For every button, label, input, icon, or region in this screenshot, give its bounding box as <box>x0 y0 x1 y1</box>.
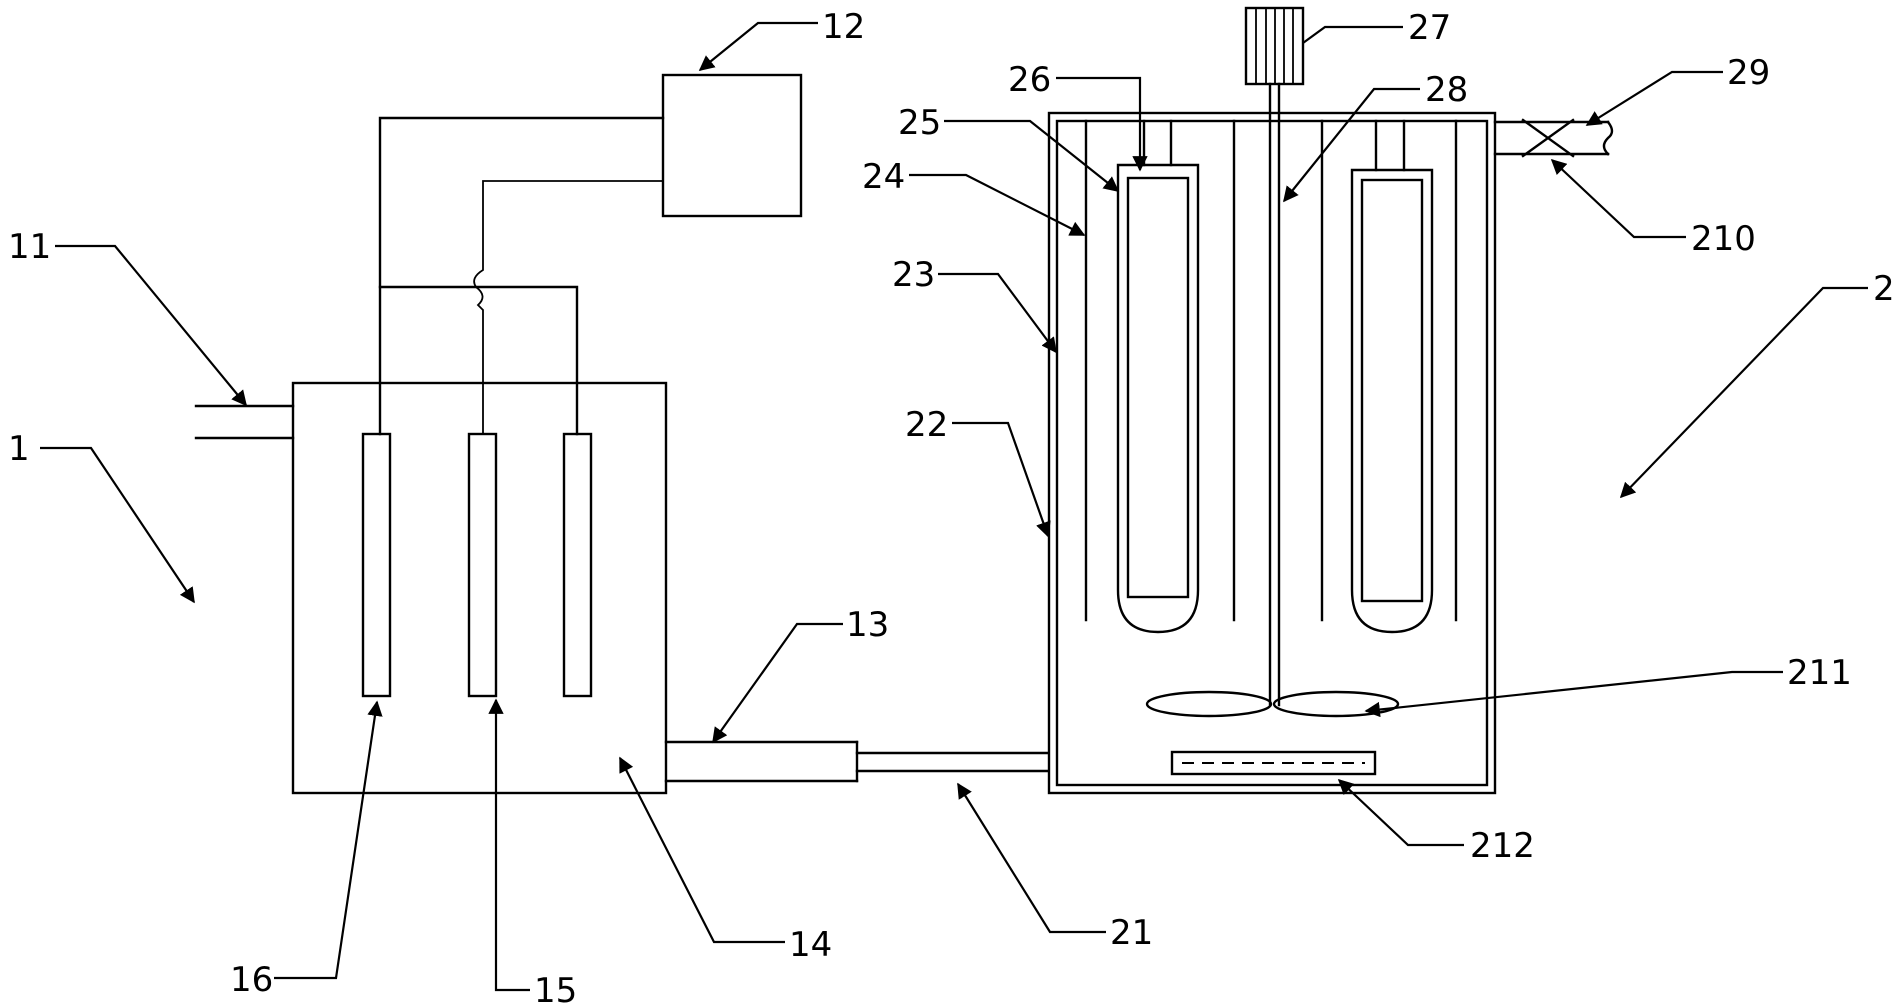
label-26: 26 <box>1008 60 1051 100</box>
leader-25 <box>944 119 1120 192</box>
label-16: 16 <box>230 960 273 1000</box>
outlet-pipe-break <box>1602 120 1614 156</box>
leader-1 <box>40 446 195 604</box>
leader-12 <box>698 21 818 71</box>
power-supply-box <box>661 73 803 218</box>
connecting-pipe <box>664 740 1051 783</box>
wire-to-right-electrode <box>378 285 579 436</box>
power-wiring <box>378 116 665 436</box>
leader-lines <box>40 21 1868 992</box>
electrode-middle <box>467 432 498 698</box>
label-21: 21 <box>1110 913 1153 953</box>
leader-14 <box>619 756 785 944</box>
label-212: 212 <box>1470 826 1535 866</box>
wire-to-left-electrode <box>378 116 665 436</box>
label-28: 28 <box>1425 70 1468 110</box>
label-29: 29 <box>1727 53 1770 93</box>
leader-15 <box>488 698 530 992</box>
label-22: 22 <box>905 405 948 445</box>
tube-left-inner <box>1126 176 1190 599</box>
electrolysis-tank <box>194 381 668 795</box>
leader-11 <box>55 244 247 407</box>
electrode-right <box>562 432 593 698</box>
impeller-blade-left <box>1145 690 1273 718</box>
leader-211 <box>1364 670 1783 718</box>
leader-27 <box>1302 25 1403 44</box>
wire-to-middle-electrode <box>473 180 663 434</box>
leader-28 <box>1283 87 1420 203</box>
leader-26 <box>1056 76 1148 172</box>
label-210: 210 <box>1691 219 1756 259</box>
jacket-right-outer <box>1350 168 1434 634</box>
label-12: 12 <box>822 7 865 47</box>
leader-16 <box>274 700 383 980</box>
label-27: 27 <box>1408 8 1451 48</box>
label-211: 211 <box>1787 653 1852 693</box>
label-13: 13 <box>846 605 889 645</box>
leader-210 <box>1550 158 1686 239</box>
tube-right-inner <box>1360 178 1424 603</box>
jacket-left-outer <box>1116 163 1200 634</box>
leader-21 <box>957 782 1106 934</box>
electrode-left <box>361 432 392 698</box>
label-23: 23 <box>892 255 935 295</box>
leader-29 <box>1585 70 1723 126</box>
label-2: 2 <box>1873 269 1895 309</box>
label-11: 11 <box>8 227 51 267</box>
valve-cross-b <box>1521 118 1575 158</box>
vessel-inner-wall <box>1055 119 1489 787</box>
label-15: 15 <box>534 971 577 1005</box>
vessel-outer-wall <box>1047 111 1497 795</box>
leader-13 <box>712 622 843 744</box>
label-14: 14 <box>789 925 832 965</box>
leader-212 <box>1337 778 1464 847</box>
label-25: 25 <box>898 103 941 143</box>
label-1: 1 <box>8 429 30 469</box>
leader-22 <box>952 421 1051 538</box>
part-labels: 1 2 11 12 13 14 15 16 21 22 23 24 25 26 … <box>8 7 1895 1005</box>
impeller-blade-right <box>1272 690 1400 718</box>
leader-23 <box>938 272 1057 354</box>
leader-2 <box>1619 286 1868 499</box>
label-24: 24 <box>862 157 905 197</box>
leader-24 <box>909 173 1086 236</box>
reaction-vessel <box>1047 6 1614 795</box>
